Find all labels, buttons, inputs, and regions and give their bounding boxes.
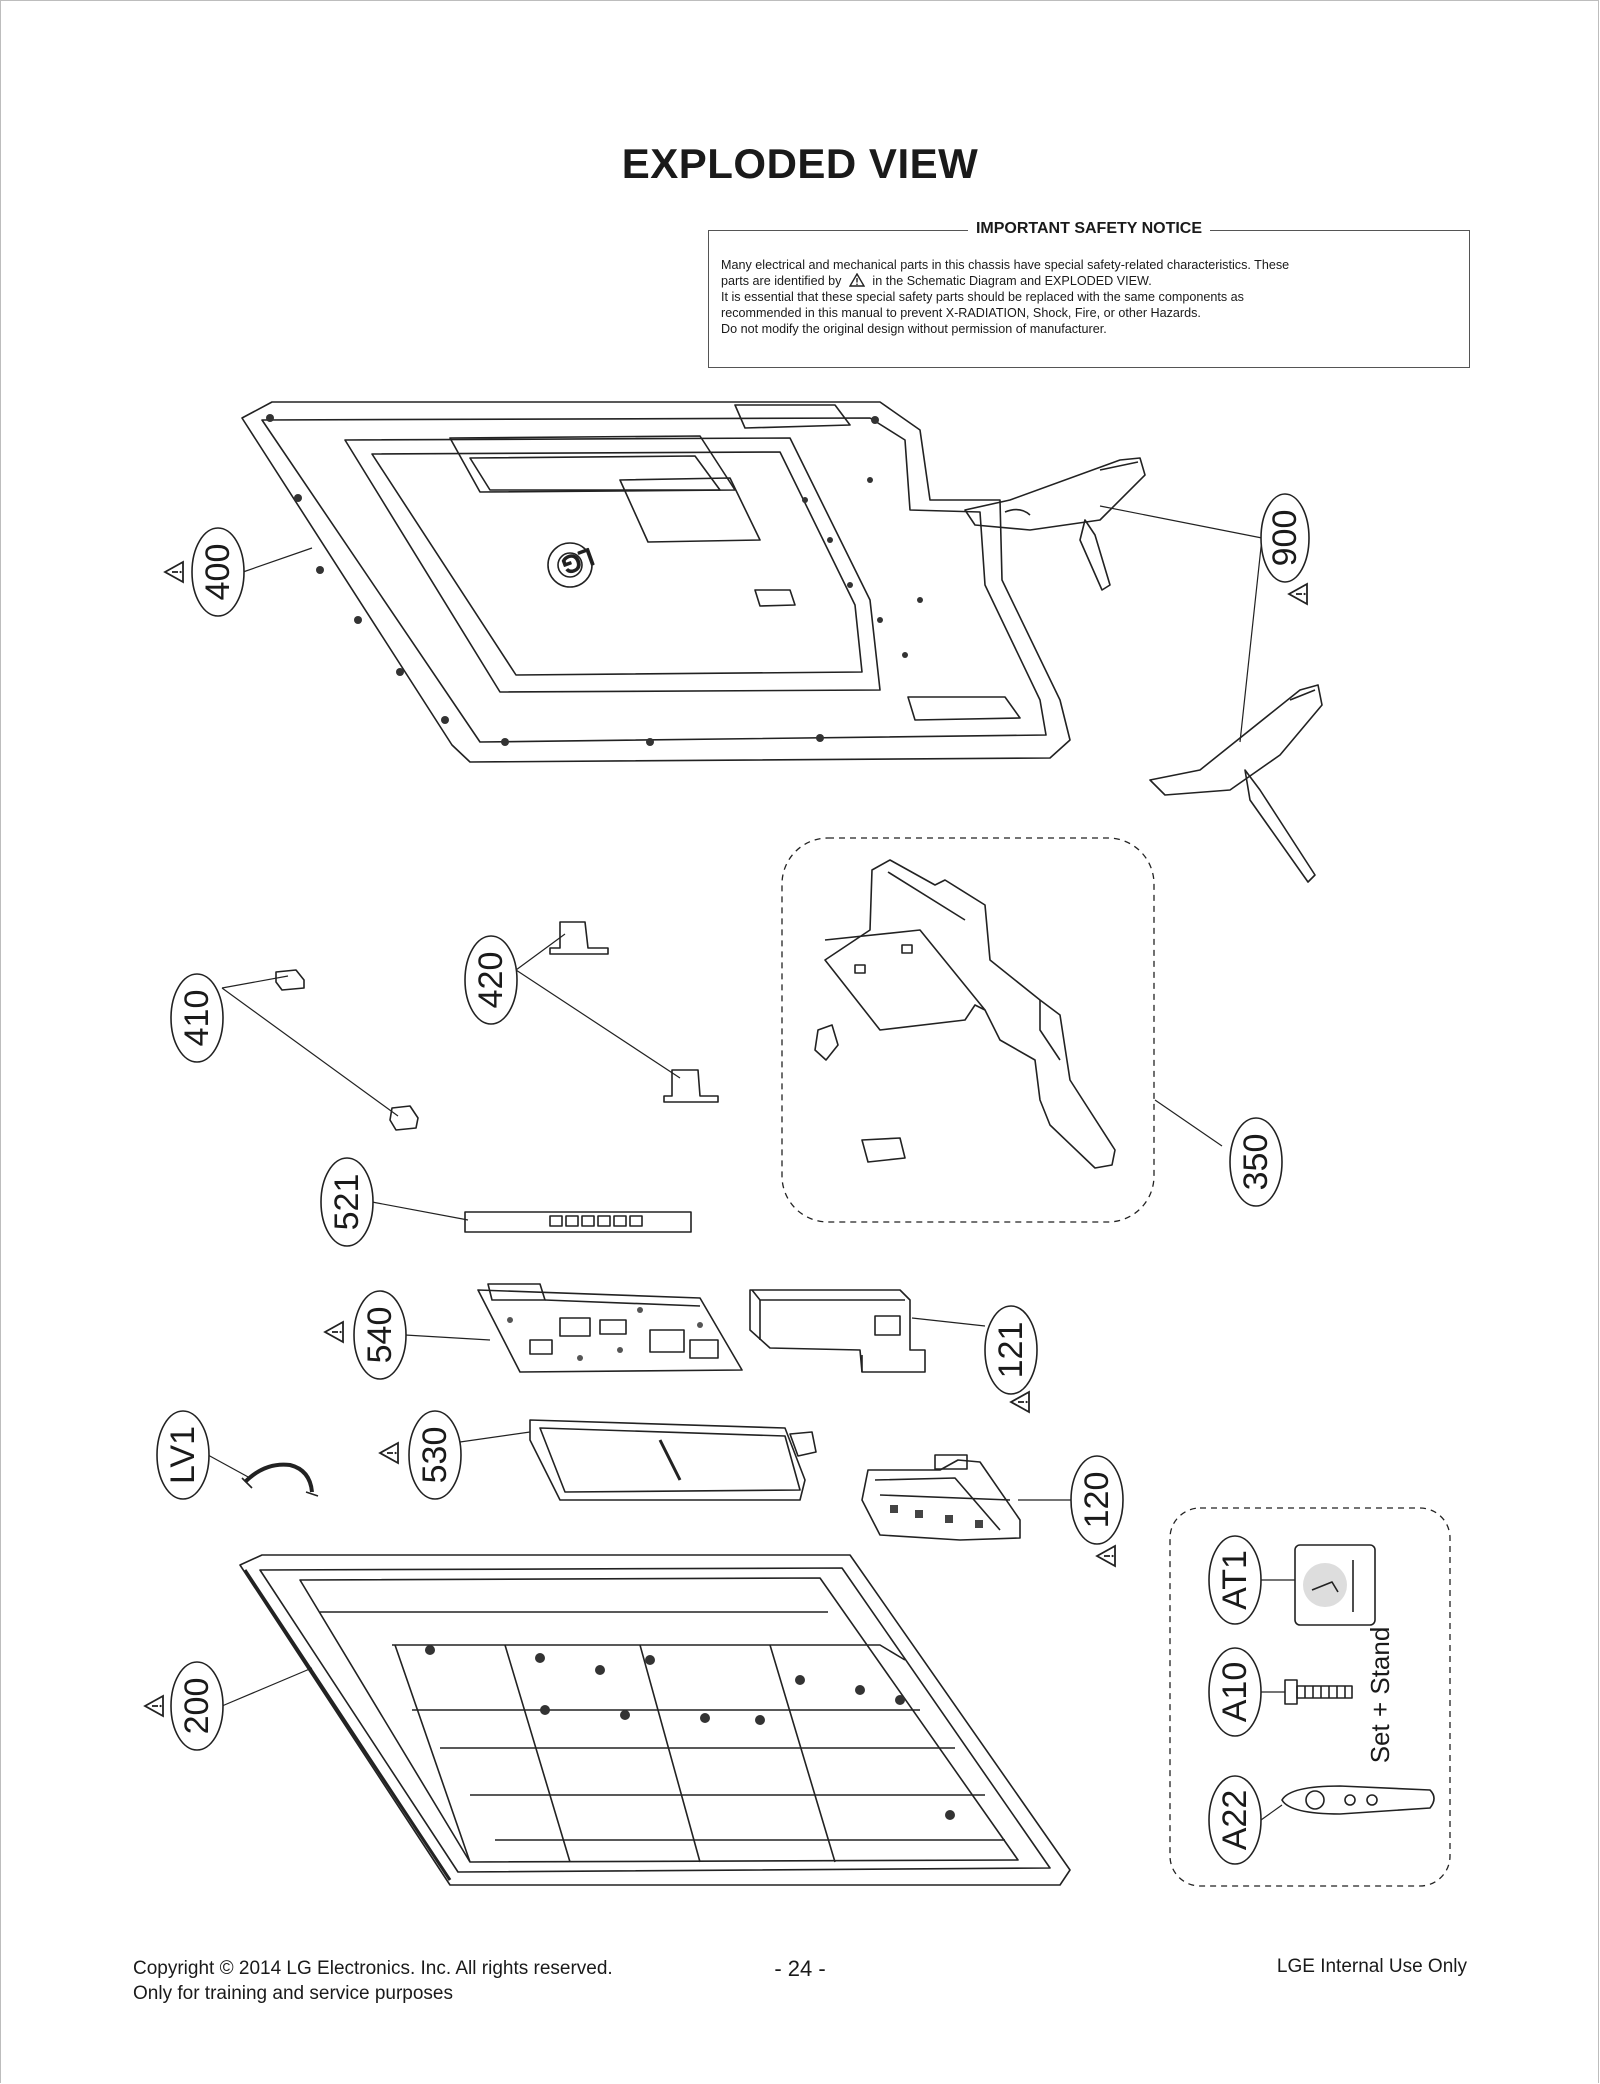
notice-line: recommended in this manual to prevent X-…: [721, 306, 1201, 320]
safety-notice-body: Many electrical and mechanical parts in …: [721, 257, 1457, 337]
board-521-drawing: [464, 1211, 692, 1233]
notice-line: parts are identified by in the Schematic…: [721, 272, 1152, 288]
clip-420-drawing: [549, 921, 719, 1103]
cable-lv1-drawing: [241, 1462, 319, 1497]
warning-triangle-icon: [1010, 1391, 1030, 1413]
accessories-group-outline: [1169, 1507, 1451, 1887]
notice-line: Do not modify the original design withou…: [721, 322, 1107, 336]
part-label-400: 400: [199, 544, 237, 601]
assembly-120-drawing: [861, 1454, 1021, 1541]
part-label-521-ellipse: [320, 1157, 374, 1247]
power-121-drawing: [749, 1289, 926, 1373]
part-label-420-ellipse: [464, 935, 518, 1025]
back-cover-drawing: LG: [241, 401, 1071, 763]
purpose-text: Only for training and service purposes: [133, 1983, 453, 2004]
part-label-410: 410: [178, 990, 216, 1047]
bracket-350-drawing: [814, 859, 1116, 1169]
part-label-410-ellipse: [170, 973, 224, 1063]
back-cover-logo: LG: [558, 542, 597, 578]
part-label-lv1: LV1: [164, 1426, 202, 1484]
part-label-200: 200: [178, 1678, 216, 1735]
part-label-530-ellipse: [408, 1410, 462, 1500]
group-350-outline: [781, 837, 1155, 1223]
notice-line: Many electrical and mechanical parts in …: [721, 258, 1290, 272]
warning-triangle-icon: [379, 1442, 399, 1464]
stand-upper-drawing: [964, 457, 1146, 591]
part-label-521: 521: [328, 1174, 366, 1231]
panel-200-drawing: [239, 1554, 1071, 1886]
warning-triangle-icon: [1288, 583, 1308, 605]
part-label-540: 540: [361, 1307, 399, 1364]
part-label-a10: A10: [1216, 1662, 1254, 1723]
page-number: - 24 -: [774, 1956, 826, 1981]
part-label-120: 120: [1078, 1472, 1116, 1529]
part-label-420: 420: [472, 952, 510, 1009]
part-label-900-ellipse: [1260, 493, 1310, 583]
footer-copyright: Copyright © 2014 LG Electronics. Inc. Al…: [133, 1956, 613, 2006]
clip-410-drawing: [275, 969, 419, 1131]
part-label-121-ellipse: [984, 1305, 1038, 1395]
screw-a10-drawing: [1284, 1679, 1353, 1705]
part-label-121: 121: [992, 1322, 1030, 1379]
stand-lower-drawing: [1149, 684, 1323, 883]
part-label-540-ellipse: [353, 1290, 407, 1380]
part-label-400-ellipse: [191, 527, 245, 617]
part-label-a22-ellipse: [1208, 1775, 1262, 1865]
page-title: EXPLODED VIEW: [621, 140, 979, 187]
part-label-a22: A22: [1216, 1790, 1254, 1851]
part-label-530: 530: [416, 1427, 454, 1484]
remote-a22-drawing: [1281, 1785, 1435, 1815]
part-label-350-ellipse: [1229, 1117, 1283, 1207]
safety-notice-heading: IMPORTANT SAFETY NOTICE: [967, 220, 1211, 237]
part-label-200-ellipse: [170, 1661, 224, 1751]
warning-triangle-icon: [324, 1321, 344, 1343]
board-530-drawing: [529, 1419, 817, 1501]
notice-line: It is essential that these special safet…: [721, 290, 1244, 304]
safety-notice-box: IMPORTANT SAFETY NOTICE Many electrical …: [708, 220, 1470, 368]
part-label-900: 900: [1266, 510, 1304, 567]
warning-triangle-icon: [1096, 1545, 1116, 1567]
set-stand-label: Set + Stand: [1365, 1627, 1395, 1764]
part-label-a10-ellipse: [1208, 1647, 1262, 1737]
part-label-120-ellipse: [1070, 1455, 1124, 1545]
part-label-350: 350: [1237, 1134, 1275, 1191]
copyright-text: Copyright © 2014 LG Electronics. Inc. Al…: [133, 1958, 613, 1979]
part-label-at1-ellipse: [1208, 1535, 1262, 1625]
main-board-540-drawing: [477, 1283, 743, 1373]
internal-use-label: LGE Internal Use Only: [1276, 1956, 1467, 1977]
part-label-lv1-ellipse: [156, 1410, 210, 1500]
leader-lines: [207, 505, 1295, 1821]
manual-at1-drawing: [1294, 1544, 1376, 1626]
warning-triangle-icon: [144, 1695, 164, 1717]
warning-triangle-icon: [164, 561, 184, 583]
warning-triangle-icon: [848, 272, 866, 287]
part-label-at1: AT1: [1216, 1550, 1254, 1610]
